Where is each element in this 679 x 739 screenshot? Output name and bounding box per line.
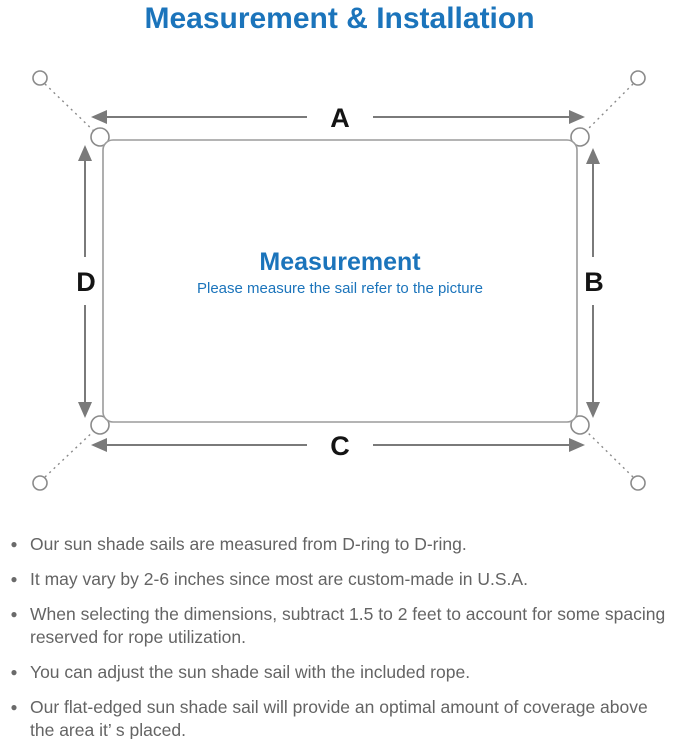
dimension-arrow-left: [78, 145, 92, 418]
d-ring-icon-top-right: [570, 127, 590, 147]
notes-list: ● Our sun shade sails are measured from …: [7, 533, 673, 739]
rope-line-top-right: [581, 83, 634, 136]
measurement-diagram: A C D B Measurement Please measure the s…: [32, 70, 646, 491]
dimension-label-c: C: [330, 431, 350, 461]
dimension-label-a: A: [330, 103, 350, 133]
note-text: It may vary by 2-6 inches since most are…: [30, 569, 528, 589]
note-text: Our sun shade sails are measured from D-…: [30, 534, 467, 554]
note-text: When selecting the dimensions, subtract …: [30, 604, 666, 647]
page-title: Measurement & Installation: [144, 2, 535, 35]
list-item: ● You can adjust the sun shade sail with…: [7, 661, 673, 684]
note-text: Our flat-edged sun shade sail will provi…: [30, 697, 648, 739]
dimension-label-b: B: [584, 267, 604, 297]
note-text: You can adjust the sun shade sail with t…: [30, 662, 471, 682]
rope-line-top-left: [44, 83, 99, 136]
list-item: ● Our flat-edged sun shade sail will pro…: [7, 696, 673, 739]
rope-line-bottom-right: [581, 426, 634, 478]
bullet-icon: ●: [10, 700, 18, 714]
bullet-icon: ●: [10, 572, 18, 586]
rope-line-bottom-left: [44, 426, 99, 478]
dimension-label-d: D: [76, 267, 96, 297]
d-ring-icon-bottom-right: [570, 415, 590, 435]
dimension-arrow-right: [586, 148, 600, 418]
dimension-arrow-top: [91, 110, 585, 124]
sail-outline: [102, 139, 578, 423]
anchor-point-icon-bottom-right: [630, 475, 646, 491]
anchor-point-icon-top-right: [630, 70, 646, 86]
dimension-arrow-bottom: [91, 438, 585, 452]
list-item: ● Our sun shade sails are measured from …: [7, 533, 673, 556]
anchor-point-icon-bottom-left: [32, 475, 48, 491]
diagram-center-title: Measurement: [259, 248, 421, 276]
list-item: ● It may vary by 2-6 inches since most a…: [7, 568, 673, 591]
bullet-icon: ●: [10, 607, 18, 621]
d-ring-icon-bottom-left: [90, 415, 110, 435]
bullet-icon: ●: [10, 537, 18, 551]
diagram-center-subtitle: Please measure the sail refer to the pic…: [197, 280, 483, 297]
list-item: ● When selecting the dimensions, subtrac…: [7, 603, 673, 649]
anchor-point-icon-top-left: [32, 70, 48, 86]
d-ring-icon-top-left: [90, 127, 110, 147]
bullet-icon: ●: [10, 665, 18, 679]
